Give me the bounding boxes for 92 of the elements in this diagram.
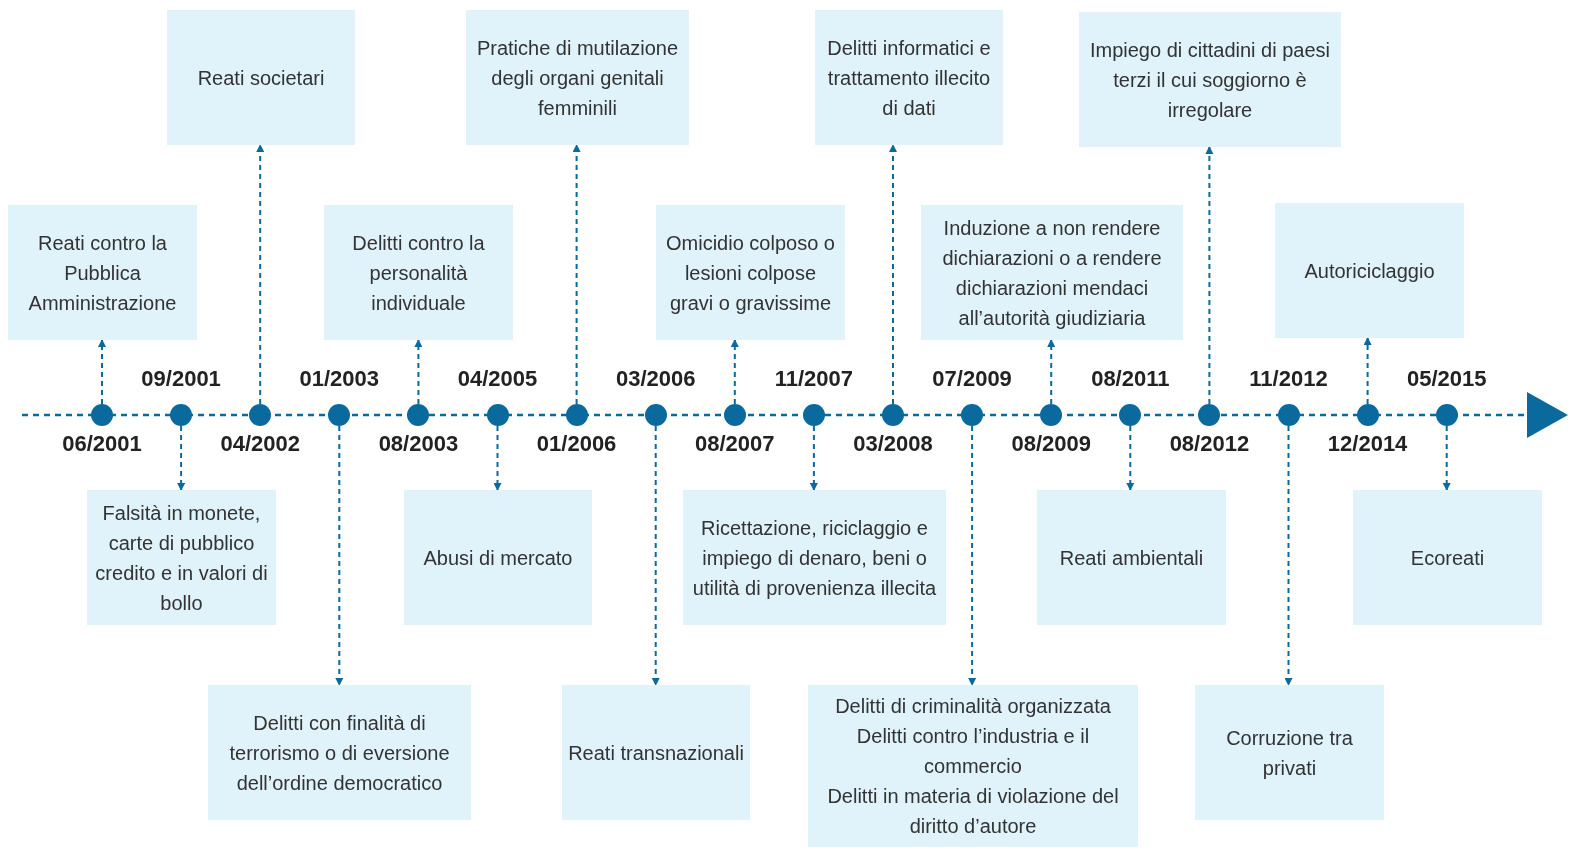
event-text: Delitti contro l’industria e il commercio xyxy=(855,724,1091,779)
dashed-arrow xyxy=(730,339,739,405)
date-label: 09/2001 xyxy=(140,366,222,392)
event-box xyxy=(1037,490,1226,625)
dashed-arrow xyxy=(177,425,186,491)
timeline-dot xyxy=(961,404,984,426)
date-label: 01/2003 xyxy=(298,366,381,392)
date-label: 12/2014 xyxy=(1326,431,1409,457)
timeline-dot xyxy=(486,404,509,426)
event-text: Pratiche di mutilazione degli organi genitali femminili xyxy=(475,35,680,121)
date-label: 11/2007 xyxy=(773,366,855,392)
dashed-arrow xyxy=(414,339,423,405)
dashed-arrow xyxy=(889,144,897,405)
event-box xyxy=(562,685,750,820)
timeline-dot xyxy=(249,404,272,426)
date-label: 08/2011 xyxy=(1090,366,1171,392)
event-box xyxy=(1195,685,1384,820)
event-text: Impiego di cittadini di paesi terzi il cui soggiorno è irregolare xyxy=(1088,37,1332,123)
dashed-arrow xyxy=(1126,425,1135,491)
date-label: 06/2001 xyxy=(61,431,143,457)
event-box xyxy=(466,10,689,145)
event-text: Reati contro la Pubblica Amministrazione xyxy=(27,230,178,316)
event-text: Delitti contro la personalità individuale xyxy=(351,230,486,316)
event-box xyxy=(683,490,946,625)
event-text: Reati transnazionali xyxy=(568,740,744,766)
event-box xyxy=(921,205,1183,340)
date-label: 03/2006 xyxy=(614,366,697,392)
timeline-dot xyxy=(644,404,667,426)
event-box xyxy=(324,205,513,340)
timeline-dot xyxy=(802,404,825,426)
event-box xyxy=(87,490,276,625)
date-label: 07/2009 xyxy=(931,366,1013,392)
event-box xyxy=(208,685,471,820)
date-label: 05/2015 xyxy=(1405,366,1488,392)
event-text: Delitti con finalità di terrorismo o di eversione dell’ordine democratico xyxy=(228,710,451,796)
event-text: Falsità in monete, carte di pubblico credito e in valori di bollo xyxy=(94,500,269,616)
date-label: 08/2003 xyxy=(377,431,460,457)
event-text: Corruzione tra privati xyxy=(1225,725,1354,781)
event-text: Delitti in materia di violazione del diritto d’autore xyxy=(826,784,1120,839)
dashed-arrow xyxy=(98,339,106,405)
timeline-dot xyxy=(328,404,351,426)
timeline-dot xyxy=(723,404,746,426)
event-box xyxy=(404,490,592,625)
timeline-dot xyxy=(882,404,904,426)
timeline-dot xyxy=(1198,404,1221,426)
dashed-arrow xyxy=(493,425,502,491)
date-label: 01/2006 xyxy=(535,431,618,457)
timeline-dot xyxy=(1356,404,1379,426)
event-box xyxy=(1275,203,1464,338)
event-box xyxy=(8,205,197,340)
event-text: Reati ambientali xyxy=(1059,545,1204,571)
timeline-dot xyxy=(1040,404,1063,426)
event-box xyxy=(1353,490,1542,625)
timeline-dot xyxy=(407,404,430,426)
event-text: Ricettazione, riciclaggio e impiego di denaro, beni o utilità di provenienza illecita xyxy=(691,515,938,601)
event-box xyxy=(808,685,1138,847)
timeline-dot xyxy=(170,404,193,426)
date-label: 04/2002 xyxy=(219,431,301,457)
dashed-arrow xyxy=(809,425,818,491)
event-text: Reati societari xyxy=(197,65,325,91)
event-text: Omicidio colposo o lesioni colpose gravi o gravissime xyxy=(665,230,836,316)
date-label: 08/2012 xyxy=(1168,431,1251,457)
dashed-arrow xyxy=(968,425,977,686)
event-text: Induzione a non rendere dichiarazioni o a rendere dichiarazioni mendaci all’autorità giudiziaria xyxy=(941,215,1163,331)
event-text: Delitti di criminalità organizzata xyxy=(835,694,1111,719)
date-label: 08/2007 xyxy=(694,431,776,457)
date-label: 03/2008 xyxy=(852,431,934,457)
event-text: Delitti informatici e trattamento illecito di dati xyxy=(826,35,992,121)
date-label: 11/2012 xyxy=(1248,366,1329,392)
timeline-dot xyxy=(565,404,588,426)
timeline-dot xyxy=(1435,404,1458,426)
dashed-arrow xyxy=(335,425,344,686)
dashed-arrow xyxy=(256,144,265,405)
dashed-arrow xyxy=(1442,425,1451,491)
event-text: Autoriciclaggio xyxy=(1304,258,1435,284)
dashed-arrow xyxy=(572,144,581,405)
event-text: Abusi di mercato xyxy=(423,545,573,571)
event-box xyxy=(1079,12,1341,147)
event-box xyxy=(167,10,355,145)
timeline-dot xyxy=(1277,404,1300,426)
timeline-dot xyxy=(91,404,113,426)
date-label: 04/2005 xyxy=(456,366,539,392)
dashed-arrow xyxy=(1284,425,1293,686)
dashed-arrow xyxy=(1205,146,1214,405)
event-box xyxy=(815,10,1003,145)
event-text: Ecoreati xyxy=(1410,545,1485,571)
dashed-arrow xyxy=(651,425,660,686)
date-label: 08/2009 xyxy=(1010,431,1092,457)
event-box xyxy=(656,205,845,340)
dashed-arrow xyxy=(1363,337,1372,405)
timeline-dot xyxy=(1119,404,1142,426)
dashed-arrow xyxy=(1047,339,1056,405)
